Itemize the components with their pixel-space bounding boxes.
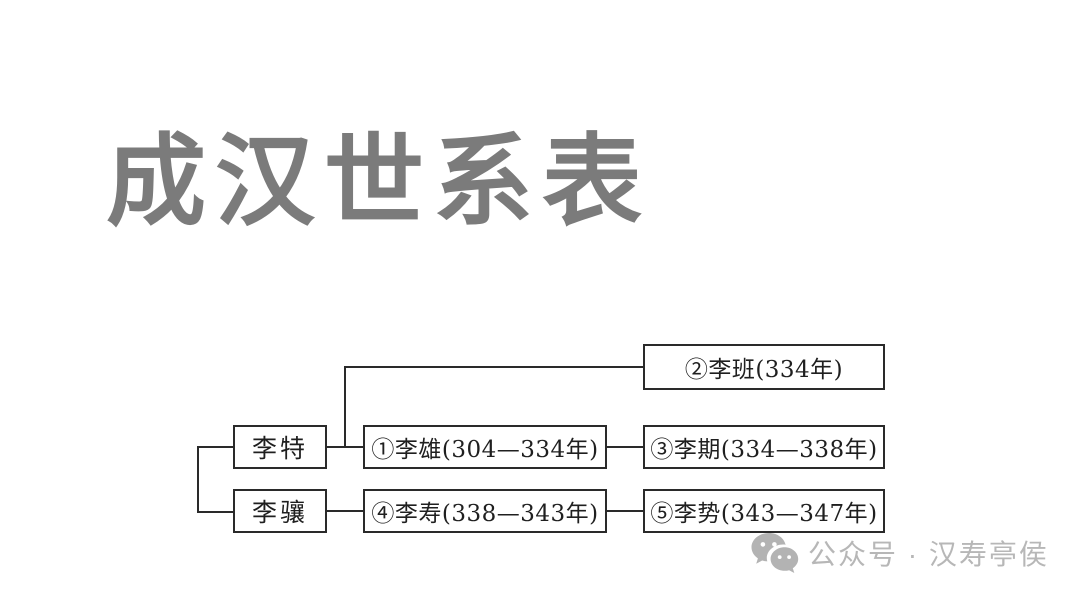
tree-node-li-xiang: 李骧 bbox=[233, 489, 327, 533]
connector-li-xiong-to-li-qi bbox=[607, 446, 645, 448]
connector-branch-to-li-ban-vertical bbox=[344, 366, 346, 448]
connector-bracket-to-li-xiang bbox=[197, 511, 235, 513]
connector-li-xiang-to-li-shou bbox=[327, 510, 365, 512]
node-label: ④李寿(338—343年) bbox=[371, 501, 599, 527]
tree-node-li-te: 李特 bbox=[233, 425, 327, 469]
node-label: ⑤李势(343—347年) bbox=[650, 501, 878, 527]
connector-bracket-to-li-te bbox=[197, 446, 235, 448]
watermark: 公众号 · 汉寿亭侯 bbox=[750, 532, 1049, 574]
watermark-text: 公众号 · 汉寿亭侯 bbox=[808, 539, 1049, 570]
connector-li-shou-to-li-shi bbox=[607, 510, 645, 512]
node-label: ②李班(334年) bbox=[684, 357, 844, 383]
tree-node-li-qi: ③李期(334—338年) bbox=[643, 425, 885, 469]
tree-node-li-xiong: ①李雄(304—334年) bbox=[363, 425, 607, 469]
tree-node-li-ban: ②李班(334年) bbox=[643, 344, 885, 390]
tree-node-li-shi: ⑤李势(343—347年) bbox=[643, 489, 885, 533]
connector-sibling-bracket-vertical bbox=[197, 446, 199, 513]
tree-node-li-shou: ④李寿(338—343年) bbox=[363, 489, 607, 533]
connector-li-te-to-li-xiong bbox=[327, 446, 365, 448]
node-label: 李骧 bbox=[251, 498, 308, 527]
node-label: ③李期(334—338年) bbox=[650, 437, 878, 463]
connector-branch-to-li-ban-horizontal bbox=[344, 366, 645, 368]
wechat-icon bbox=[751, 533, 799, 573]
node-label: 李特 bbox=[251, 434, 308, 463]
node-label: ①李雄(304—334年) bbox=[371, 437, 599, 463]
page-title: 成汉世系表 bbox=[106, 126, 651, 238]
